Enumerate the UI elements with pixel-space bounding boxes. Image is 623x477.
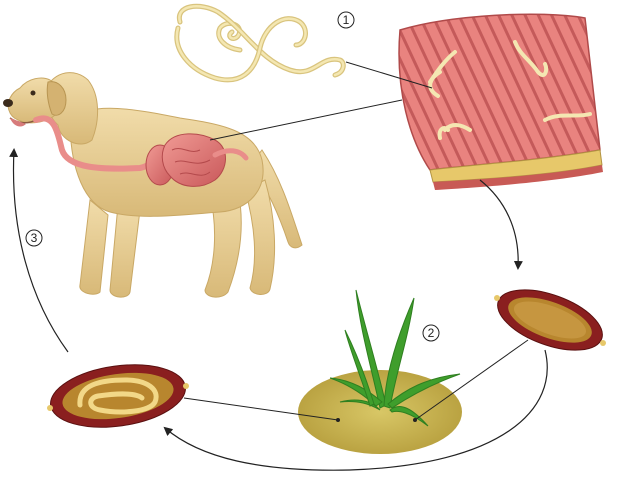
- egg-unembryonated: [494, 289, 606, 351]
- egg-with-larva: [47, 364, 189, 428]
- arrow-egg-to-larval-egg: [163, 349, 548, 471]
- step-3-number: 3: [31, 231, 38, 245]
- intestine-cross-section: [398, 13, 603, 190]
- step-1-marker: 1: [337, 11, 355, 29]
- step-3-marker: 3: [25, 229, 43, 247]
- leader-soil-to-larval-egg: [183, 397, 339, 421]
- dog-digestive-tract: [33, 115, 249, 187]
- soil-with-grass: [298, 289, 462, 454]
- leader-soil-to-egg: [414, 339, 529, 421]
- arrow-intestine-to-egg: [479, 179, 523, 270]
- leader-worm-to-intestine: [345, 61, 433, 89]
- step-2-number: 2: [428, 326, 435, 340]
- adult-roundworm: [174, 3, 346, 83]
- step-2-marker: 2: [422, 324, 440, 342]
- dog-illustration: [3, 72, 303, 298]
- leader-dog-to-intestine: [209, 99, 403, 141]
- arrow-larval-egg-to-dog: [9, 148, 69, 353]
- step-1-number: 1: [343, 13, 350, 27]
